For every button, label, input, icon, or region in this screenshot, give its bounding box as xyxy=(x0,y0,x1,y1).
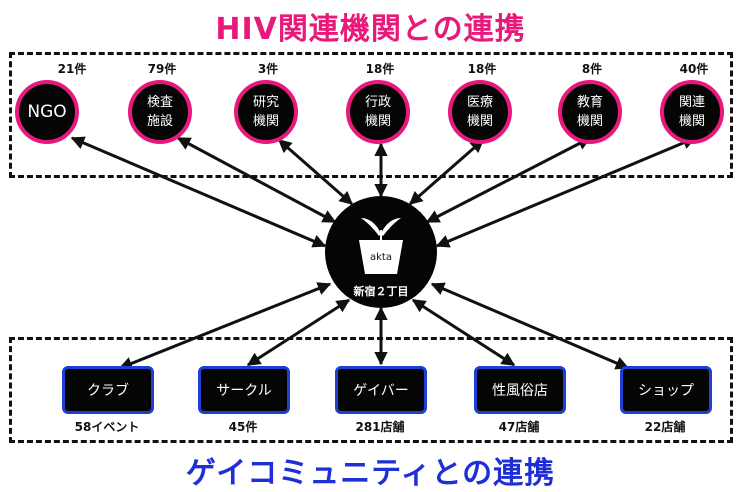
community-count-sex-venue: 47店舗 xyxy=(498,420,540,434)
community-count-circle: 45件 xyxy=(228,420,258,434)
org-count-education: 8件 xyxy=(581,62,603,76)
community-count-club: 58イベント xyxy=(74,420,140,434)
org-count-testing: 79件 xyxy=(147,62,177,76)
akta-logo-icon xyxy=(359,218,403,274)
org-node-education: 教育 機関 xyxy=(558,80,622,144)
community-count-gay-bar: 281店舗 xyxy=(355,420,405,434)
community-collaboration-title: ゲイコミュニティとの連携 xyxy=(185,456,556,491)
org-group-frame xyxy=(9,52,733,178)
org-count-ngo: 21件 xyxy=(57,62,87,76)
akta-hub xyxy=(325,196,437,308)
org-node-research: 研究 機関 xyxy=(234,80,298,144)
org-node-ngo: NGO xyxy=(15,80,79,144)
org-count-research: 3件 xyxy=(257,62,279,76)
community-node-gay-bar: ゲイバー xyxy=(335,366,427,414)
org-count-related: 40件 xyxy=(679,62,709,76)
org-count-medical: 18件 xyxy=(467,62,497,76)
community-group-frame xyxy=(9,337,733,443)
akta-logo-text: akta xyxy=(370,252,392,263)
org-node-testing-facility: 検査 施設 xyxy=(128,80,192,144)
community-node-shop: ショップ xyxy=(620,366,712,414)
org-count-government: 18件 xyxy=(365,62,395,76)
hub-location-label: 新宿２丁目 xyxy=(353,285,409,298)
org-node-medical: 医療 機関 xyxy=(448,80,512,144)
community-node-club: クラブ xyxy=(62,366,154,414)
community-count-shop: 22店舗 xyxy=(644,420,686,434)
community-node-sex-venue: 性風俗店 xyxy=(474,366,566,414)
org-node-government: 行政 機関 xyxy=(346,80,410,144)
community-node-circle: サークル xyxy=(198,366,290,414)
org-collaboration-title: HIV関連機関との連携 xyxy=(215,12,526,47)
org-node-related: 関連 機関 xyxy=(660,80,724,144)
